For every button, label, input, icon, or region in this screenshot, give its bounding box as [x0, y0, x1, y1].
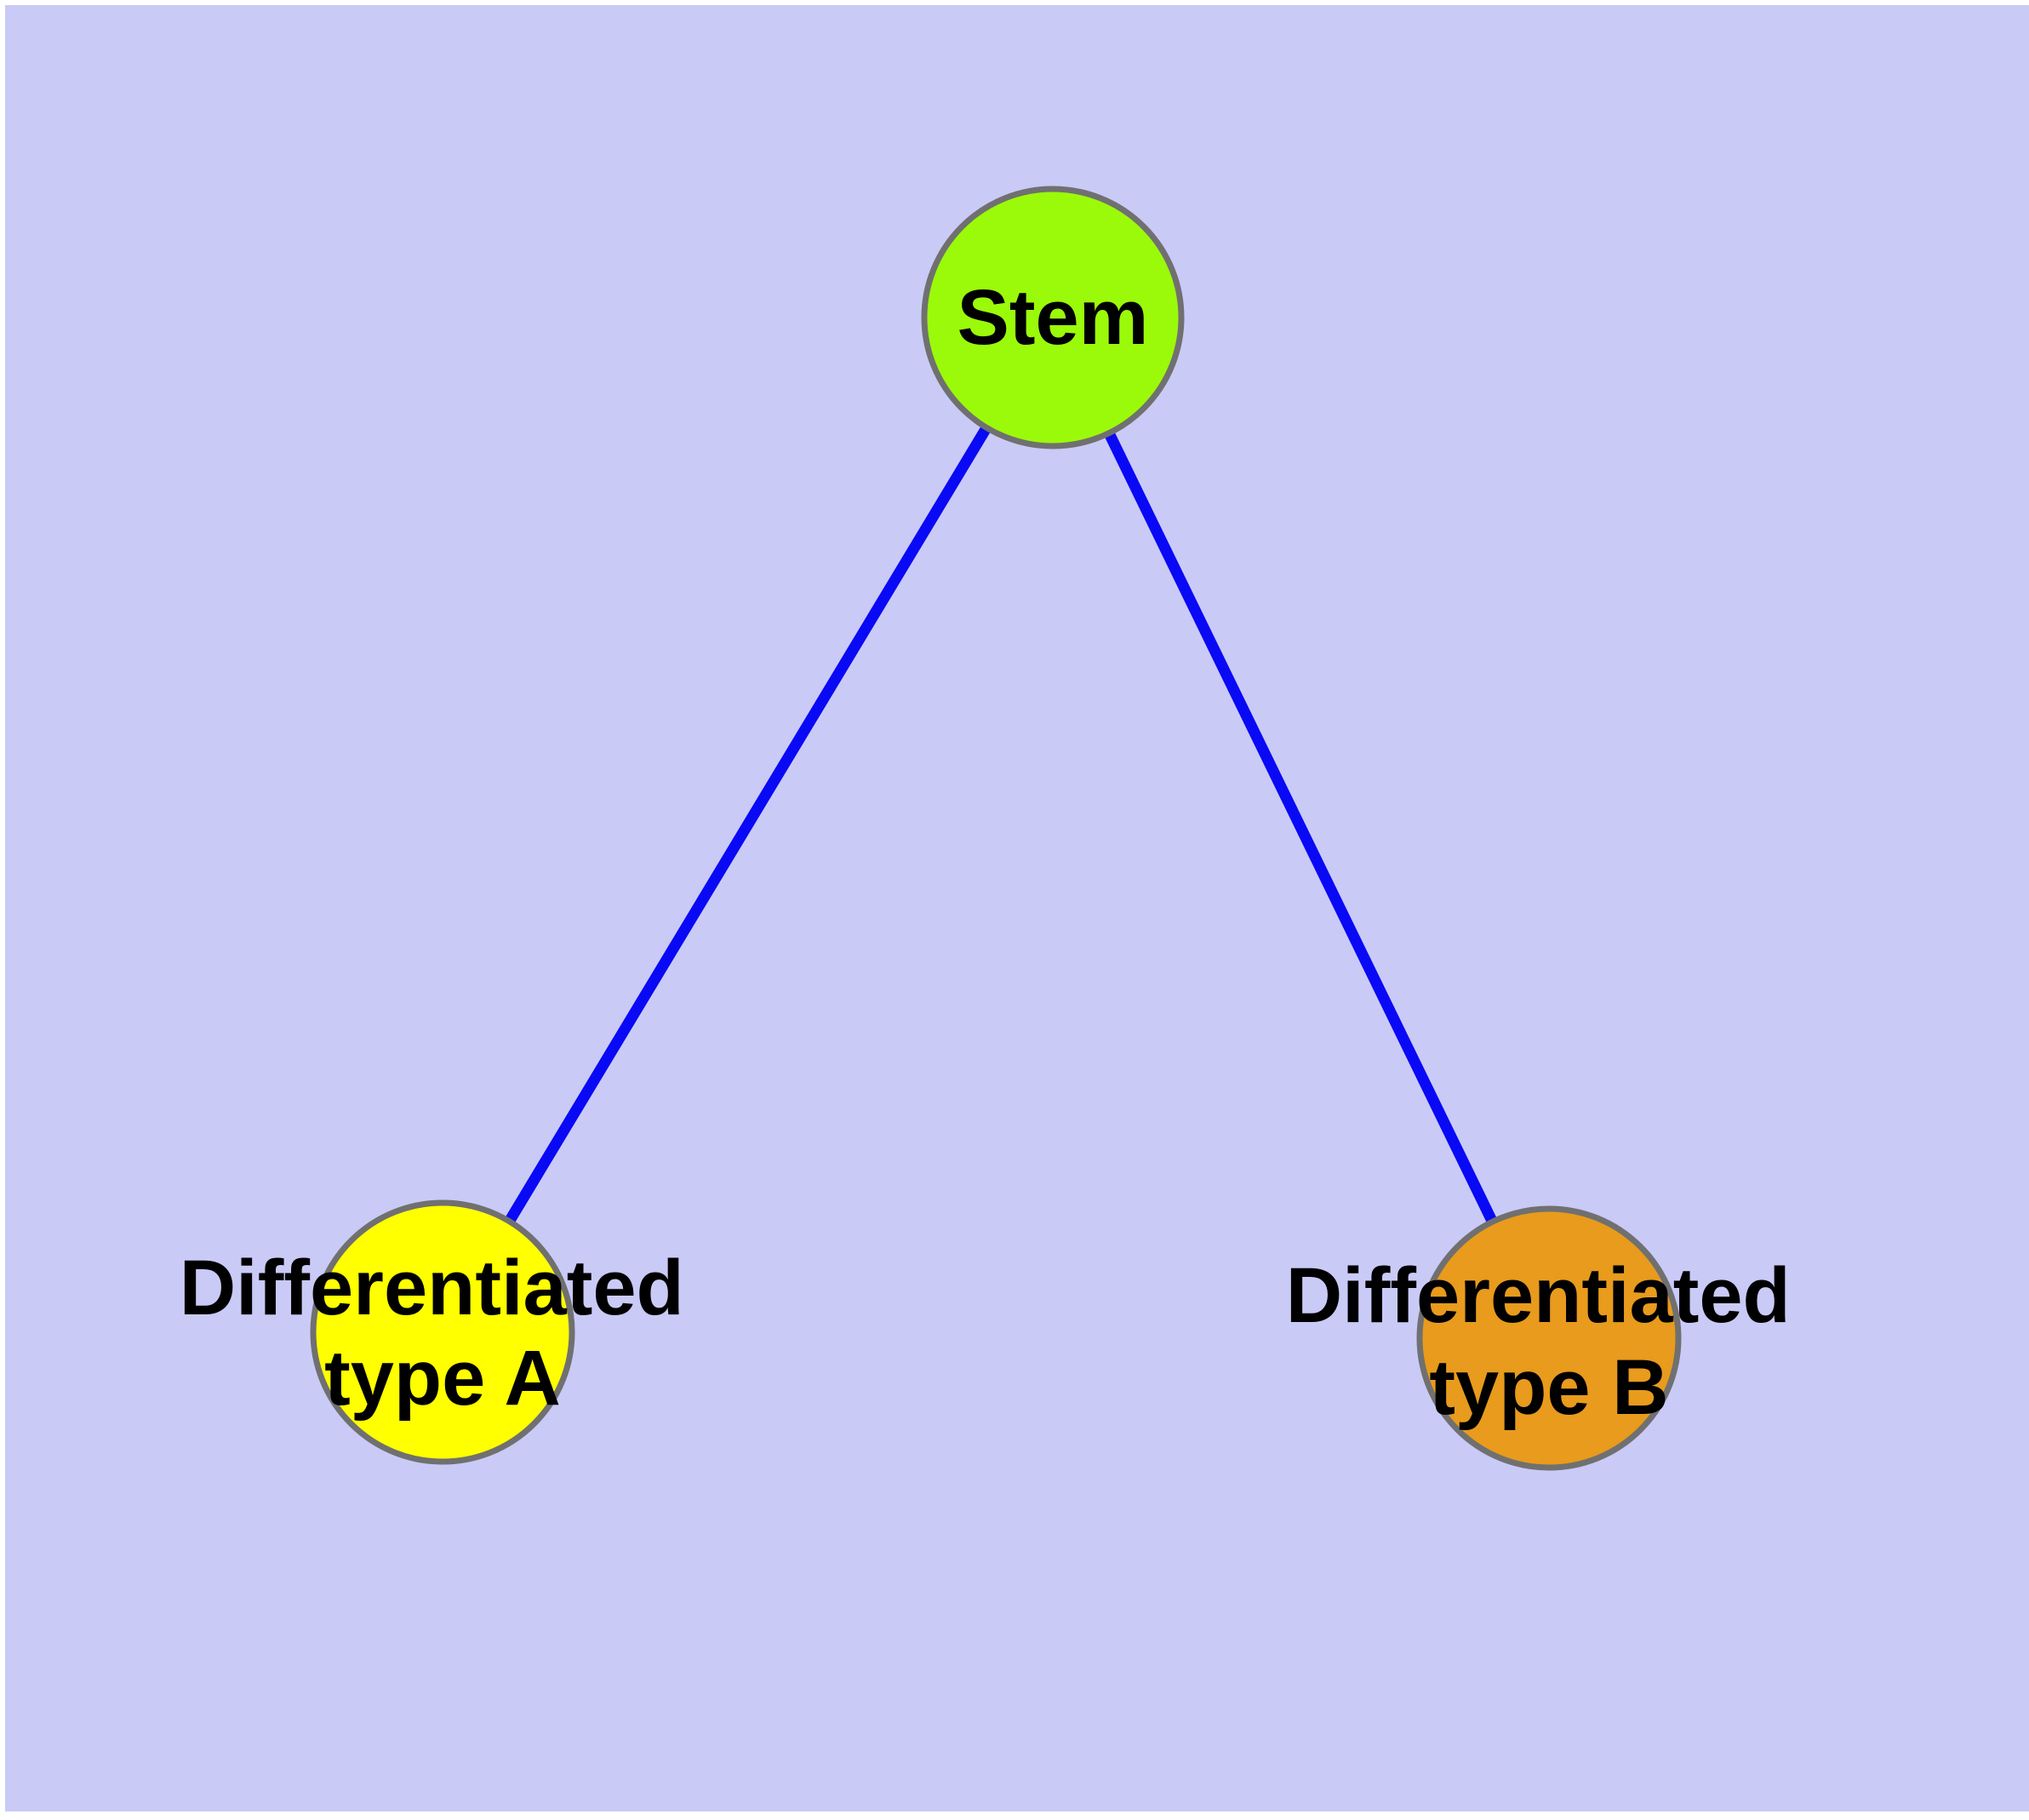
- type-b-label-line2: type B: [1429, 1344, 1668, 1431]
- type-a-node-label: Differentiated type A: [180, 1218, 706, 1422]
- node-differentiated-type-a: Differentiated type A: [180, 1199, 706, 1465]
- type-a-label-line2: type A: [324, 1335, 561, 1422]
- edge-stem-to-type-a: [437, 314, 1058, 1336]
- type-b-label-line1: Differentiated: [1286, 1252, 1791, 1339]
- type-b-node-label: Differentiated type B: [1286, 1226, 1813, 1431]
- node-stem: Stem: [921, 186, 1185, 449]
- type-a-label-line1: Differentiated: [180, 1245, 684, 1331]
- type-a-node-circle: [310, 1199, 575, 1465]
- node-differentiated-type-b: Differentiated type B: [1286, 1205, 1813, 1471]
- type-b-node-circle: [1416, 1205, 1682, 1471]
- edge-stem-to-type-b: [1048, 315, 1554, 1341]
- stem-node-label: Stem: [957, 274, 1149, 361]
- network-graph: Stem Differentiated type A Differentiate…: [180, 186, 1813, 1471]
- stem-node-circle: [921, 186, 1185, 449]
- diagram-canvas: Stem Differentiated type A Differentiate…: [5, 5, 2029, 1811]
